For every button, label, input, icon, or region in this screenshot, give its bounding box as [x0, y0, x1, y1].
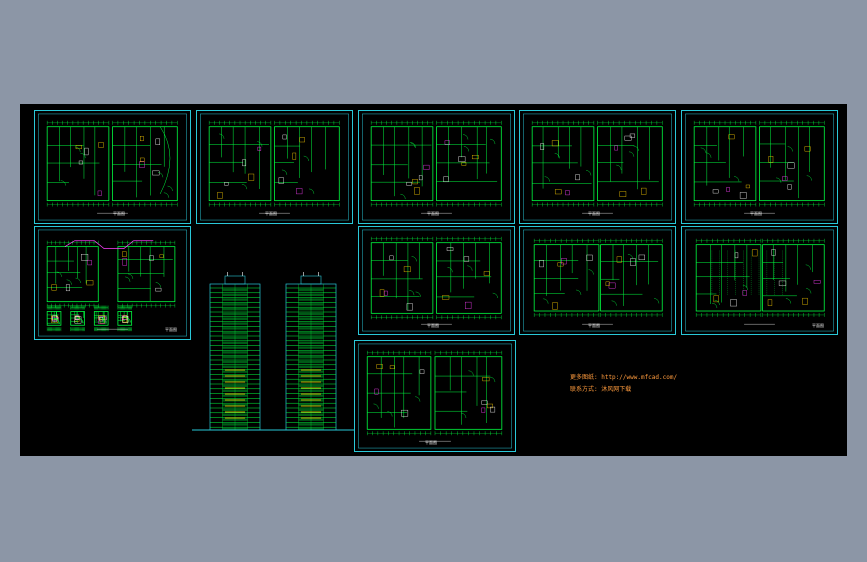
floor-plan-drawing [358, 343, 512, 449]
sheet-caption: 平面图 [750, 211, 762, 216]
floor-plan-drawing [38, 113, 187, 221]
sheet-caption: 平面图 [165, 327, 177, 332]
sheet-caption: 平面图 [812, 323, 824, 328]
drawing-sheet-plan-3[interactable]: 平面图 [358, 110, 515, 224]
drawing-sheet-plan-7[interactable]: 平面图 [519, 226, 676, 335]
drawing-notes: 更多图纸: http://www.mfcad.com/ 联系方式: 沐风网下载 [570, 372, 810, 412]
floor-plan-drawing [523, 113, 672, 221]
sheet-caption: 平面图 [588, 211, 600, 216]
drawing-sheet-plan-2[interactable]: 平面图 [196, 110, 353, 224]
drawing-sheet-plan-4[interactable]: 平面图 [519, 110, 676, 224]
sheet-caption: 平面图 [425, 440, 437, 445]
sheet-caption: 平面图 [427, 323, 439, 328]
drawing-sheet-plan-9[interactable]: 平面图 [354, 340, 516, 452]
floor-plan-drawing [362, 229, 511, 332]
drawing-sheet-plan-6[interactable]: 平面图 [358, 226, 515, 335]
unit-detail-drawing [38, 229, 187, 337]
floor-plan-drawing [523, 229, 672, 332]
note-contact: 联系方式: 沐风网下载 [570, 386, 632, 393]
floor-plan-drawing [200, 113, 349, 221]
drawing-sheet-detail-1[interactable]: 平面图 [34, 226, 191, 340]
floor-plan-drawing [685, 229, 834, 332]
floor-plan-drawing [685, 113, 834, 221]
drawing-sheet-plan-5[interactable]: 平面图 [681, 110, 838, 224]
cad-model-viewport[interactable]: 平面图 平面图 平面图 平面图 平面图 平面图 平面图 平面图 平面图 平面图 … [20, 104, 847, 456]
drawing-sheet-plan-8[interactable]: 平面图 [681, 226, 838, 335]
sheet-caption: 平面图 [265, 211, 277, 216]
sheet-caption: 平面图 [427, 211, 439, 216]
drawing-sheet-plan-1[interactable]: 平面图 [34, 110, 191, 224]
note-website: 更多图纸: http://www.mfcad.com/ [570, 374, 678, 381]
sheet-caption: 平面图 [113, 211, 125, 216]
sheet-caption: 平面图 [588, 323, 600, 328]
floor-plan-drawing [362, 113, 511, 221]
building-elevation-drawing[interactable] [188, 270, 358, 440]
